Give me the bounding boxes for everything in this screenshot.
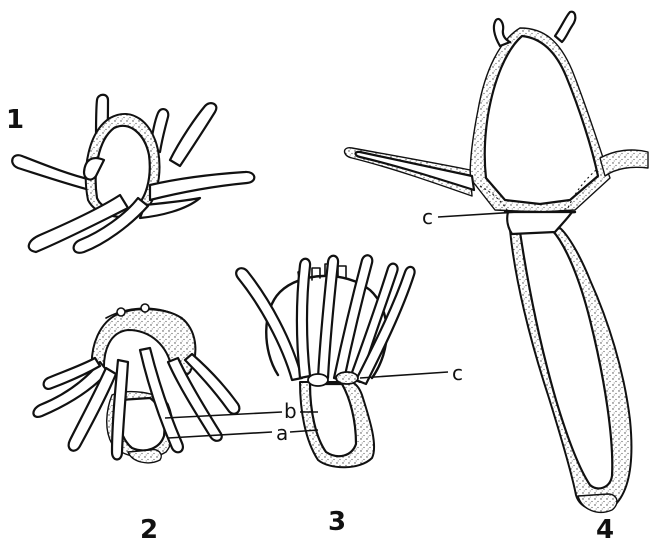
panel-number-3: 3 <box>328 507 346 537</box>
label-c-panel-3: c <box>452 361 463 385</box>
panel-2-base <box>128 450 161 463</box>
panel-2-specimen <box>33 304 239 463</box>
panel-3-tentacle <box>236 268 302 380</box>
panel-1-tentacle <box>150 172 254 200</box>
panel-4-horn <box>555 12 575 42</box>
panel-3-tentacle <box>297 259 310 378</box>
label-c-panel-4: c <box>422 205 433 229</box>
panel-1-core <box>96 126 150 210</box>
panel-4-horn <box>494 19 510 46</box>
panel-3-tentacle <box>318 256 338 378</box>
leader-c-panel-4 <box>438 212 518 217</box>
panel-number-2: 2 <box>140 515 158 545</box>
panel-1-specimen <box>12 95 254 253</box>
panel-4-specimen <box>345 12 649 513</box>
panel-1-tentacle <box>12 155 92 190</box>
label-b: b <box>284 399 297 423</box>
panel-number-1: 1 <box>6 105 24 135</box>
panel-4-tip <box>578 494 617 512</box>
label-a: a <box>276 421 288 445</box>
leader-b <box>165 412 282 418</box>
panel-1-tentacle <box>170 103 216 166</box>
panel-4-right-arm <box>600 150 648 176</box>
panel-number-4: 4 <box>596 515 614 545</box>
panel-3-specimen <box>236 255 414 467</box>
